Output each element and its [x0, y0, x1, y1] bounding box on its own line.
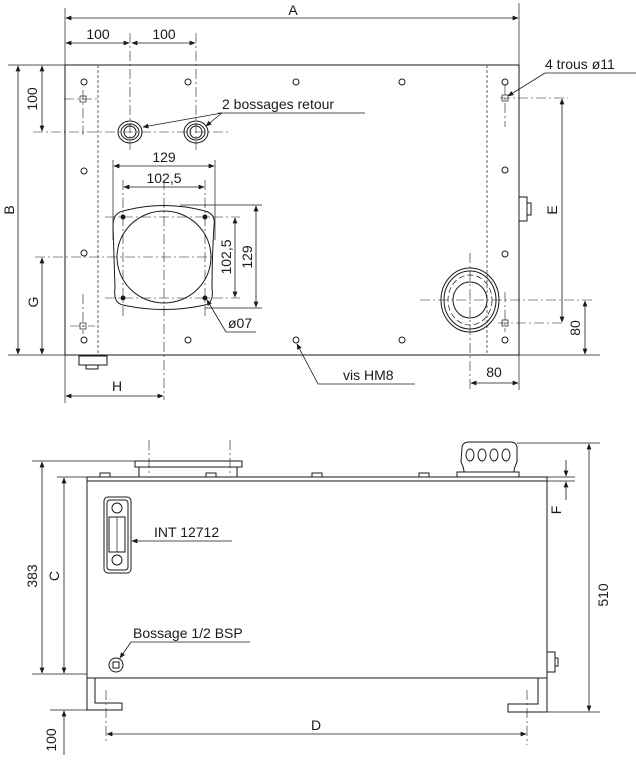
top-nubs [99, 472, 430, 478]
dim-H: H [112, 378, 122, 394]
dim-G: G [25, 297, 41, 308]
dim-100-bottom: 100 [43, 728, 59, 752]
dim-383: 383 [24, 564, 40, 588]
dim-1025-horizontal: 102,5 [146, 170, 181, 186]
tank-body [86, 476, 548, 679]
dim-A: A [288, 2, 298, 18]
pump-plate [134, 440, 243, 478]
label-holes: 4 trous ø11 [545, 56, 615, 72]
label-boss: Bossage 1/2 BSP [133, 625, 243, 641]
screw-holes [80, 78, 509, 344]
dim-510: 510 [595, 583, 611, 607]
label-bolt-hole: ø07 [228, 315, 252, 331]
dim-C: C [46, 571, 62, 581]
side-connector-nub [526, 202, 532, 216]
mounting-holes [64, 85, 568, 334]
label-return-bosses: 2 bossages retour [222, 96, 334, 112]
label-screws: vis HM8 [343, 367, 394, 383]
label-level-gauge: INT 12712 [154, 524, 219, 540]
dim-F: F [548, 506, 564, 515]
dim-100-right: 100 [152, 26, 176, 42]
dim-100-left: 100 [86, 26, 110, 42]
top-view: A 100 100 B 100 G H E 80 80 129 102,5 10… [1, 2, 636, 403]
pump-flange [35, 160, 262, 400]
filler-breather [420, 253, 595, 390]
dim-100-vertical: 100 [24, 87, 40, 111]
dim-80-vertical: 80 [567, 320, 583, 336]
dim-129-horizontal: 129 [152, 149, 176, 165]
level-gauge [103, 496, 132, 574]
dim-B: B [1, 205, 17, 214]
dim-1025-vertical: 102,5 [218, 239, 234, 274]
dim-129-vertical: 129 [239, 245, 255, 269]
breather-cap [456, 441, 520, 478]
dim-80-horizontal: 80 [486, 364, 502, 380]
dim-D: D [311, 717, 321, 733]
tank-base [86, 677, 548, 713]
side-view: 383 C 100 D 510 F INT 12712 Bossage 1/2 … [24, 440, 611, 755]
side-fitting [546, 651, 559, 673]
side-connector [518, 196, 528, 222]
return-bosses [33, 33, 228, 150]
drain-boss [108, 657, 124, 673]
dim-E: E [544, 205, 560, 214]
bottom-connector [78, 355, 108, 366]
bottom-connector-nub [85, 364, 99, 370]
